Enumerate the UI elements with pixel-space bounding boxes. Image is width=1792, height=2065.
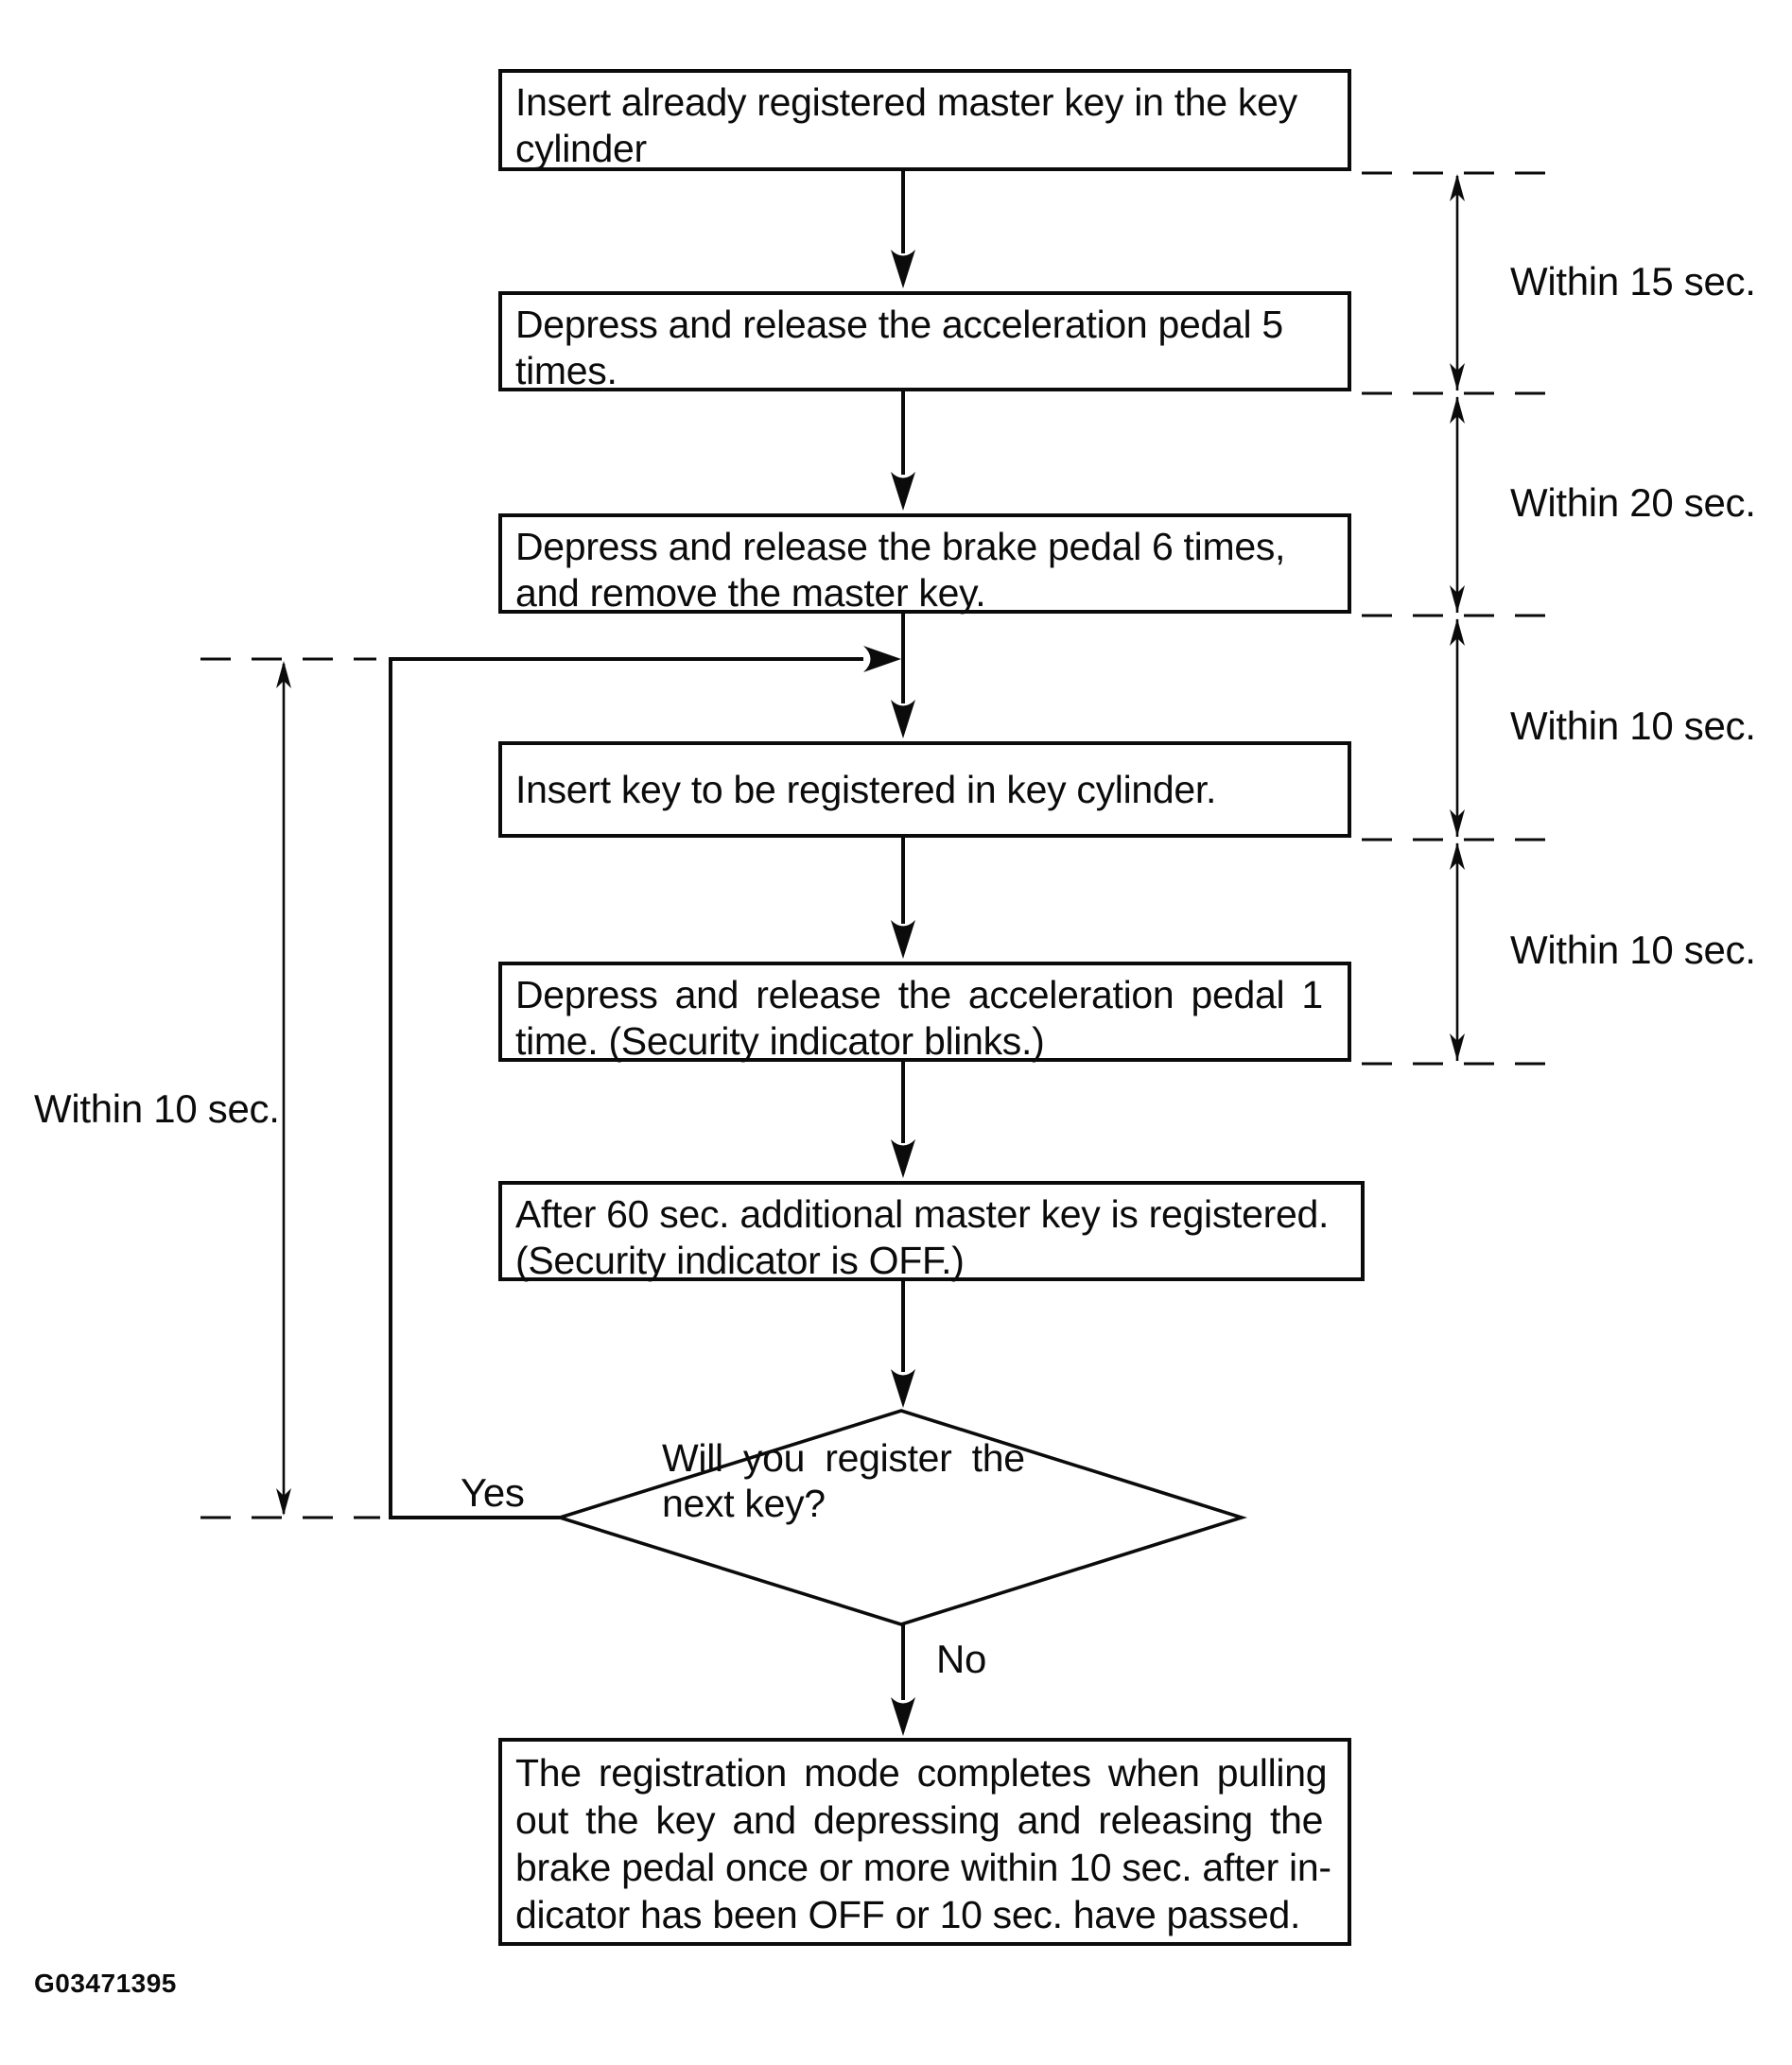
step-text-line: times.: [515, 349, 618, 392]
decision-text: Will you register the next key?: [662, 1435, 1116, 1526]
decision-diamond: [553, 1409, 1248, 1626]
step-box-acceleration-5-times: Depress and release the acceleration ped…: [498, 291, 1351, 392]
end-text-line: brake pedal once or more within 10 sec. …: [515, 1846, 1331, 1889]
step-box-brake-6-times: Depress and release the brake pedal 6 ti…: [498, 513, 1351, 615]
step-text-line: After 60 sec. additional master key is r…: [515, 1192, 1330, 1236]
arrowhead-down-4: [891, 920, 915, 959]
no-branch-label: No: [936, 1637, 987, 1681]
arrowhead-down-3: [891, 700, 915, 738]
end-text-line: The registration mode completes when pul…: [515, 1751, 1328, 1795]
step-box-key-registered: After 60 sec. additional master key is r…: [498, 1181, 1365, 1282]
arrowhead-down-2: [891, 472, 915, 511]
step-text-line: Depress and release the acceleration ped…: [515, 303, 1283, 346]
measure-head-up-left: [276, 661, 291, 688]
measure-head-up-4: [1450, 842, 1465, 870]
measure-head-down-3: [1450, 809, 1465, 837]
arrowhead-right-merge: [863, 646, 901, 672]
end-box-registration-complete: The registration mode completes when pul…: [498, 1738, 1351, 1946]
measure-head-down-1: [1450, 363, 1465, 390]
figure-code: G03471395: [34, 1969, 177, 1998]
timing-label-within-15-sec: Within 15 sec.: [1510, 259, 1756, 304]
timing-label-within-10-sec-a: Within 10 sec.: [1510, 703, 1756, 748]
yes-branch-label: Yes: [461, 1470, 525, 1515]
timing-label-within-10-sec-b: Within 10 sec.: [1510, 928, 1756, 972]
step-text-line: Insert already registered master key in …: [515, 80, 1297, 124]
measure-head-down-left: [276, 1488, 291, 1516]
measure-head-up-3: [1450, 618, 1465, 646]
measure-head-down-4: [1450, 1033, 1465, 1061]
end-text-line: dicator has been OFF or 10 sec. have pas…: [515, 1893, 1301, 1936]
step-text-line: and remove the master key.: [515, 571, 986, 615]
step-box-acceleration-1-time: Depress and release the acceleration ped…: [498, 962, 1351, 1063]
step-text-line: Depress and release the acceleration ped…: [515, 973, 1323, 1016]
decision-text-line: next key?: [662, 1482, 826, 1525]
measure-head-up-1: [1450, 174, 1465, 201]
step-box-insert-master-key: Insert already registered master key in …: [498, 69, 1351, 171]
step-text-line: cylinder: [515, 127, 647, 170]
yes-loop-line: [389, 657, 863, 1519]
arrowhead-down-7: [891, 1697, 915, 1736]
measure-head-up-2: [1450, 396, 1465, 424]
step-text-line: (Security indicator is OFF.): [515, 1239, 965, 1282]
decision-text-line: Will you register the: [662, 1436, 1025, 1480]
arrowhead-down-1: [891, 250, 915, 288]
step-text-line: Depress and release the brake pedal 6 ti…: [515, 525, 1286, 568]
step-box-insert-new-key: Insert key to be registered in key cylin…: [498, 741, 1351, 838]
step-text-line: time. (Security indicator blinks.): [515, 1019, 1045, 1063]
measure-head-down-2: [1450, 585, 1465, 613]
timing-label-within-20-sec: Within 20 sec.: [1510, 480, 1756, 525]
step-text-line: Insert key to be registered in key cylin…: [515, 767, 1217, 811]
arrowhead-down-5: [891, 1139, 915, 1178]
arrowhead-down-6: [891, 1369, 915, 1408]
timing-label-within-10-sec-left: Within 10 sec.: [34, 1086, 280, 1131]
end-text-line: out the key and depressing and releasing…: [515, 1798, 1324, 1842]
